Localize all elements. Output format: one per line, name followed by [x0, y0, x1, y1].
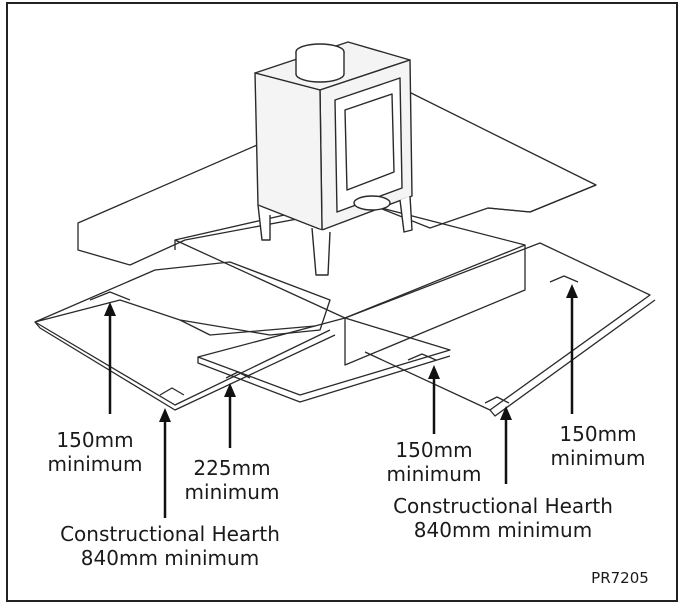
- right-hearth-edge: [489, 299, 656, 417]
- arrow-head-right-clearance: [566, 284, 578, 298]
- front-clearance-value: 225mm: [193, 456, 271, 480]
- frame-border: [6, 2, 678, 602]
- center-hearth-front: [344, 245, 526, 366]
- arrow-head-right-hearth: [500, 406, 512, 420]
- right-plate-notch-1: [407, 353, 437, 361]
- stove-ash-vent: [353, 195, 391, 211]
- right-hearth-title: Constructional Hearth: [393, 494, 613, 518]
- left-front-clearance-label: 150mm minimum: [35, 428, 155, 476]
- reference-code: PR7205: [591, 569, 649, 587]
- right-hearth-plate: [344, 242, 651, 411]
- left-hearth-label: Constructional Hearth 840mm minimum: [45, 522, 295, 570]
- cut-edge-right: [487, 184, 597, 213]
- arrow-head-center-clearance: [428, 365, 440, 379]
- left-front-clearance-value: 150mm: [56, 428, 134, 452]
- right-clearance-value: 150mm: [559, 422, 637, 446]
- left-hearth-edge: [34, 321, 336, 411]
- flue-collar-body: [295, 52, 345, 83]
- front-clearance-label: 225mm minimum: [172, 456, 292, 504]
- stove: [254, 41, 413, 276]
- left-hearth-title: Constructional Hearth: [60, 522, 280, 546]
- arrow-head-left-hearth: [159, 408, 171, 422]
- stove-door-window: [344, 93, 395, 191]
- arrow-head-front-clearance: [224, 383, 236, 397]
- left-plate-notch: [89, 291, 131, 301]
- left-hearth-minimum: 840mm minimum: [80, 546, 260, 570]
- right-plate-notch-2: [484, 396, 510, 404]
- left-hearth-plate: [34, 321, 331, 406]
- right-hearth-label: Constructional Hearth 840mm minimum: [378, 494, 628, 542]
- center-clearance-label: 150mm minimum: [374, 438, 494, 486]
- stove-side: [254, 72, 323, 231]
- front-hearth-plate: [197, 317, 451, 396]
- stove-leg-center: [311, 227, 331, 276]
- left-front-clearance-minimum: minimum: [47, 452, 143, 476]
- center-clearance-value: 150mm: [395, 438, 473, 462]
- left-floor-plate: [34, 261, 331, 336]
- front-clearance-minimum: minimum: [184, 480, 280, 504]
- stove-leg-left: [257, 204, 271, 241]
- front-hearth-notch: [225, 371, 251, 379]
- right-plate-notch-3: [549, 275, 579, 283]
- center-clearance-minimum: minimum: [386, 462, 482, 486]
- stove-leg-right: [399, 195, 413, 233]
- front-hearth-edge: [197, 355, 451, 403]
- left-hearth-notch: [159, 387, 185, 396]
- right-hearth-minimum: 840mm minimum: [413, 518, 593, 542]
- right-clearance-minimum: minimum: [550, 446, 646, 470]
- back-floor-plate: [77, 84, 597, 266]
- right-clearance-label: 150mm minimum: [538, 422, 658, 470]
- cut-edge-left: [179, 319, 316, 336]
- arrow-head-left-clearance: [104, 302, 116, 316]
